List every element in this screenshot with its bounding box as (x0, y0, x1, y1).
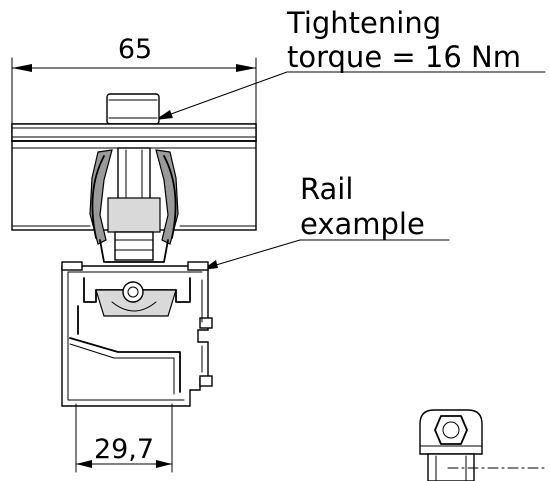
dimension-width-65: 65 (11, 34, 257, 125)
socket-head-bolt (419, 409, 547, 481)
rail-note-line2: example (300, 207, 425, 241)
torque-note-line1: Tightening (286, 6, 441, 40)
dimension-width-29-7: 29,7 (75, 403, 173, 473)
rail-note-line1: Rail (300, 172, 353, 206)
dimension-label-29-7: 29,7 (94, 434, 154, 465)
torque-note: Tightening torque = 16 Nm (155, 6, 546, 120)
rail-note: Rail example (202, 172, 450, 270)
clamp-spring (89, 147, 179, 263)
torque-note-line2: torque = 16 Nm (287, 40, 521, 74)
rail-profile (61, 261, 213, 407)
dimension-label-65: 65 (118, 34, 152, 65)
bolt-head (106, 93, 160, 125)
